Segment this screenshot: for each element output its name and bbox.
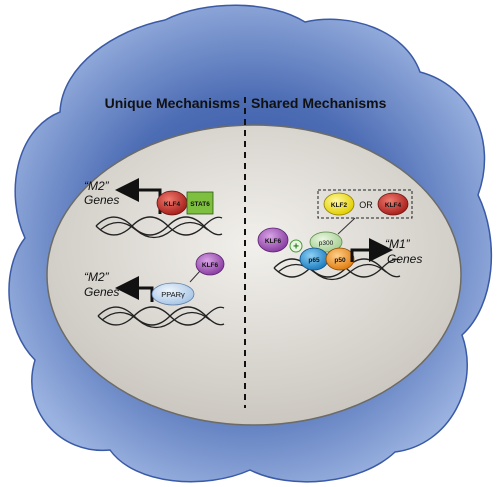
nucleus: [46, 124, 462, 426]
klf6-factor-right: [257, 227, 289, 253]
heading-shared-mechanisms: Shared Mechanisms: [251, 95, 387, 111]
p50-label: p50: [334, 257, 346, 264]
klf6-label-right: KLF6: [265, 238, 282, 245]
or-label: OR: [359, 200, 373, 210]
p65-label: p65: [308, 257, 320, 264]
interaction-line: [337, 217, 356, 235]
dna-strand: [95, 216, 223, 239]
transcription-arrow: [115, 276, 154, 302]
stat6-label: STAT6: [190, 201, 210, 208]
m2-genes-bottom-line1: “M2”: [84, 270, 110, 284]
transcription-arrow: [350, 238, 393, 262]
ppar-label: PPARγ: [161, 290, 185, 299]
m2-genes-top-line1: “M2”: [84, 179, 110, 193]
p300-label: p300: [319, 240, 334, 247]
interaction-line: [189, 270, 201, 283]
m2-genes-top-line2: Genes: [84, 193, 119, 207]
plus-symbol: [289, 239, 303, 253]
klf6-label-left: KLF6: [202, 262, 219, 269]
klf4-factor-right: [377, 192, 409, 216]
plus-label: +: [293, 242, 299, 253]
dna-strand: [97, 306, 225, 329]
m1-genes-line2: Genes: [387, 252, 422, 266]
p50-factor: [325, 247, 355, 271]
klf6-factor-left: [195, 252, 225, 276]
klf2-label: KLF2: [331, 202, 348, 209]
p300-factor: [309, 231, 343, 253]
m2-genes-bottom-line2: Genes: [84, 285, 119, 299]
ppar-factor: [151, 282, 195, 306]
m1-genes-line1: “M1”: [385, 237, 411, 251]
klf2-factor: [323, 192, 355, 216]
klf4-label-right: KLF4: [385, 202, 402, 209]
klf4-label-left: KLF4: [164, 201, 181, 208]
klf-alternatives-box: [317, 189, 413, 219]
stat6-factor: [186, 191, 214, 215]
heading-unique-mechanisms: Unique Mechanisms: [105, 95, 241, 111]
